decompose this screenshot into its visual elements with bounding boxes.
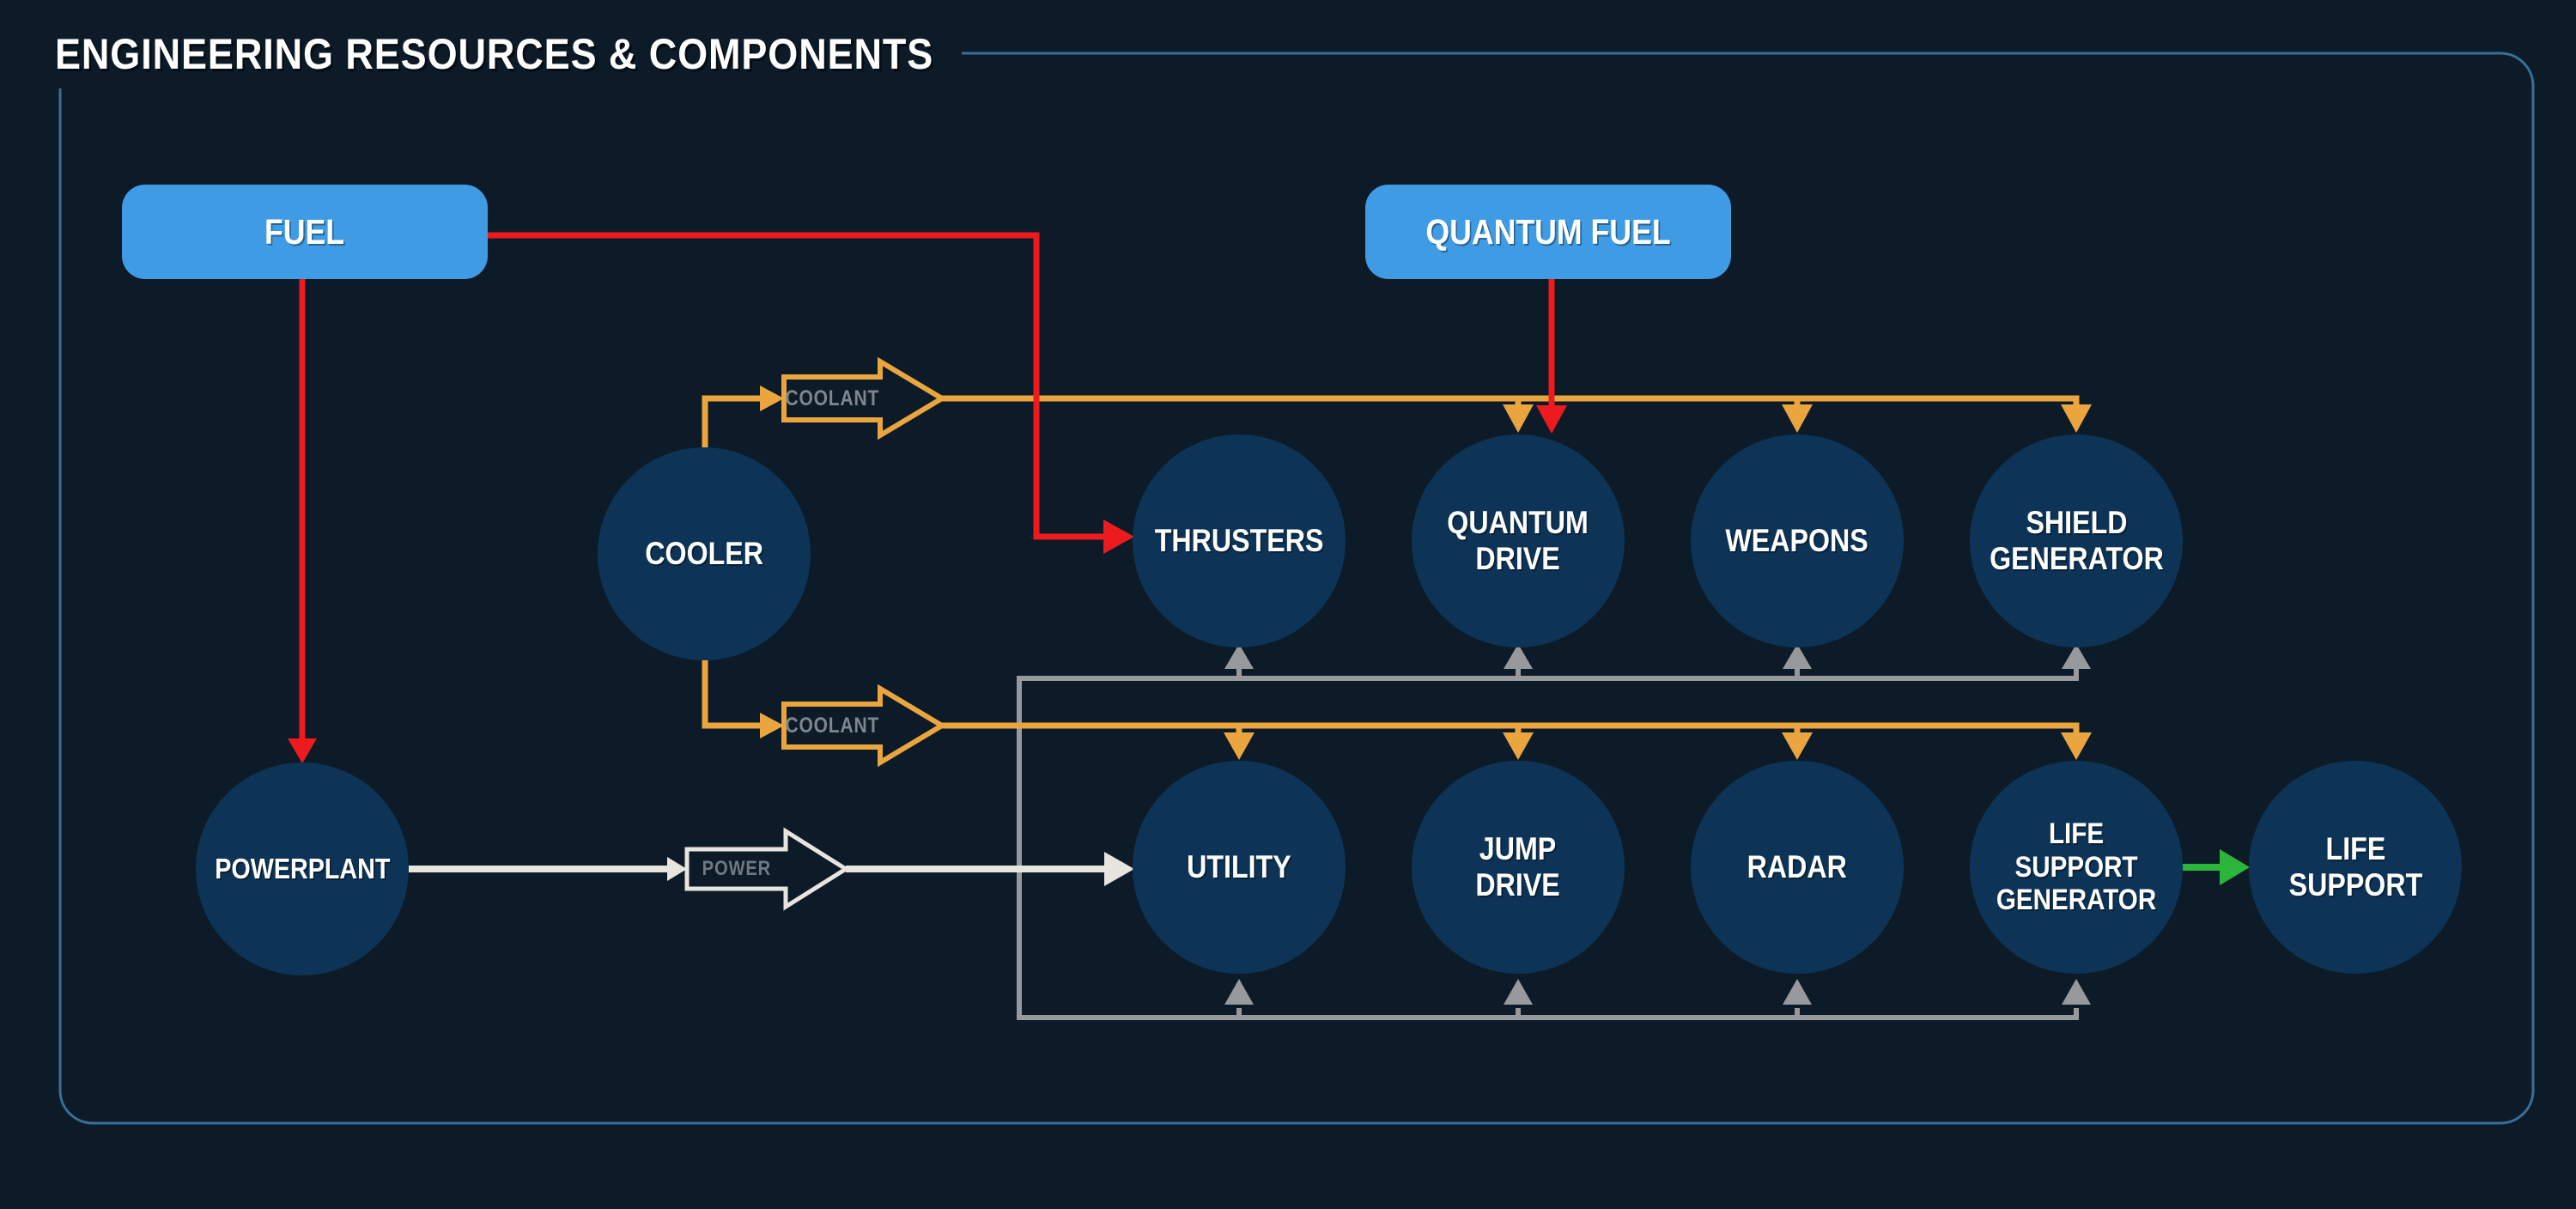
quantum-fuel-arrow-quantum-drive xyxy=(1536,405,1567,434)
quantum-drive-label: QUANTUM DRIVE xyxy=(1447,505,1589,576)
power-network-lines xyxy=(1017,669,2079,1020)
weapons-label: WEAPONS xyxy=(1725,523,1869,559)
arrow-up-thrusters xyxy=(1224,644,1254,669)
fuel-lines xyxy=(299,232,1555,738)
radar-label: RADAR xyxy=(1747,849,1848,885)
coolant-feed-arrowhead-top xyxy=(760,386,784,411)
fuel-arrow-powerplant xyxy=(288,738,317,763)
node-jump-drive: JUMP DRIVE xyxy=(1412,761,1625,974)
coolant-flow-symbol-bottom xyxy=(781,683,947,768)
coolant-line-runs xyxy=(702,395,2080,732)
life-support-flow xyxy=(2183,849,2250,885)
coolant-flow-label-bottom: COOLANT xyxy=(785,713,879,738)
coolant-lines xyxy=(702,356,2080,768)
arrow-up-jump-drive xyxy=(1504,979,1533,1005)
shield-generator-label: SHIELD GENERATOR xyxy=(1989,505,2164,576)
fuel-label: FUEL xyxy=(264,211,345,252)
coolant-arrowheads xyxy=(760,386,2092,760)
life-support-generator-label: LIFE SUPPORT GENERATOR xyxy=(1996,817,2157,917)
power-network-loop xyxy=(1017,669,2079,1020)
power-flow-symbol xyxy=(684,827,850,911)
node-weapons: WEAPONS xyxy=(1691,434,1904,647)
node-powerplant: POWERPLANT xyxy=(196,762,409,975)
arrow-up-life-support-generator xyxy=(2062,979,2091,1005)
lsg-arrow-life-support xyxy=(2220,849,2250,885)
coolant-arrow-utility xyxy=(1224,732,1255,760)
fuel-arrowheads xyxy=(288,405,1567,763)
thrusters-label: THRUSTERS xyxy=(1154,523,1324,559)
node-cooler: COOLER xyxy=(598,447,811,660)
node-radar: RADAR xyxy=(1691,761,1904,974)
fuel-to-thrusters-line xyxy=(486,232,1103,540)
node-life-support-generator: LIFE SUPPORT GENERATOR xyxy=(1970,761,2183,974)
power-arrowheads xyxy=(667,852,1134,886)
panel-border xyxy=(58,52,2535,1125)
fuel-arrow-thrusters xyxy=(1103,519,1134,554)
node-thrusters: THRUSTERS xyxy=(1133,434,1346,647)
power-lines xyxy=(409,827,1104,911)
life-support-label: LIFE SUPPORT xyxy=(2288,831,2422,902)
coolant-arrow-weapons xyxy=(1782,404,1813,433)
jump-drive-label: JUMP DRIVE xyxy=(1475,831,1561,902)
node-shield-generator: SHIELD GENERATOR xyxy=(1970,434,2183,647)
coolant-flow-symbol-top xyxy=(781,356,947,440)
utility-label: UTILITY xyxy=(1187,849,1291,885)
coolant-arrow-jump-drive xyxy=(1503,732,1534,760)
coolant-arrow-radar xyxy=(1782,732,1813,760)
arrow-up-quantum-drive xyxy=(1504,644,1533,669)
quantum-fuel-label: QUANTUM FUEL xyxy=(1425,211,1671,252)
power-feed-arrowhead xyxy=(667,857,687,881)
node-life-support: LIFE SUPPORT xyxy=(2249,761,2462,974)
power-arrow-utility xyxy=(1104,852,1134,886)
node-fuel: FUEL xyxy=(122,185,488,279)
arrow-up-shield-generator xyxy=(2062,644,2091,669)
power-flow-label: POWER xyxy=(702,857,771,880)
cooler-label: COOLER xyxy=(645,536,763,572)
arrow-up-radar xyxy=(1783,979,1812,1005)
coolant-feed-arrowhead-bottom xyxy=(760,713,784,738)
coolant-arrow-quantum-drive xyxy=(1503,404,1534,433)
arrow-up-weapons xyxy=(1783,644,1812,669)
arrow-up-utility xyxy=(1224,979,1254,1005)
node-quantum-drive: QUANTUM DRIVE xyxy=(1412,434,1625,647)
coolant-arrow-life-support-generator xyxy=(2061,732,2092,760)
node-quantum-fuel: QUANTUM FUEL xyxy=(1365,185,1731,279)
page-title: ENGINEERING RESOURCES & COMPONENTS xyxy=(55,30,934,78)
node-utility: UTILITY xyxy=(1133,761,1346,974)
power-network-arrowheads xyxy=(1224,644,2091,1005)
coolant-flow-label-top: COOLANT xyxy=(785,386,879,410)
powerplant-label: POWERPLANT xyxy=(214,853,391,885)
coolant-arrow-shield-generator xyxy=(2061,404,2092,433)
